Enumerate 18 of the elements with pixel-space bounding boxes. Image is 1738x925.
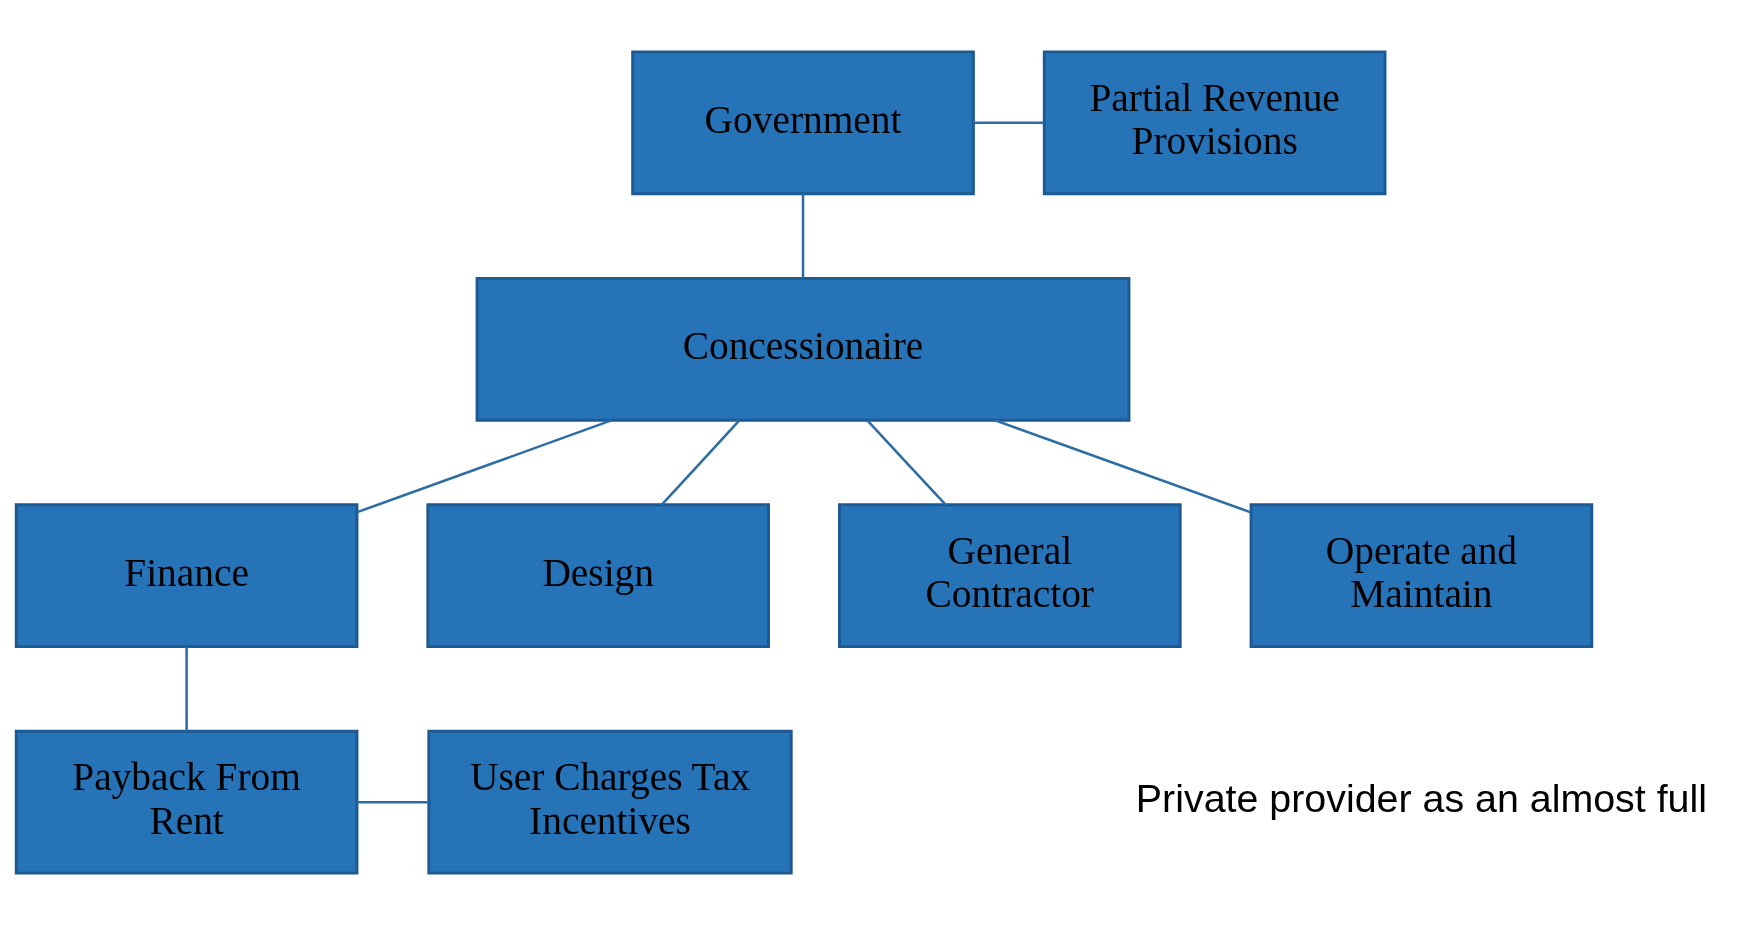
connector — [866, 419, 947, 506]
node-box: Finance — [14, 503, 359, 649]
label: Private provider as an almost full — [1135, 776, 1708, 821]
node-box: User Charges Tax Incentives — [427, 729, 793, 875]
node-box: Payback From Rent — [14, 729, 359, 875]
node-box: General Contractor — [838, 503, 1182, 649]
node-box: Concessionaire — [475, 276, 1131, 422]
connector — [356, 419, 612, 514]
connector — [185, 646, 188, 732]
connector — [801, 193, 805, 279]
node-box: Government — [631, 50, 975, 196]
node-box: Partial Revenue Provisions — [1042, 50, 1387, 196]
connector — [994, 419, 1252, 514]
connector — [973, 121, 1045, 125]
node-box: Operate and Maintain — [1249, 503, 1594, 649]
connector — [660, 419, 741, 506]
connector — [356, 800, 429, 804]
node-box: Design — [426, 503, 771, 649]
